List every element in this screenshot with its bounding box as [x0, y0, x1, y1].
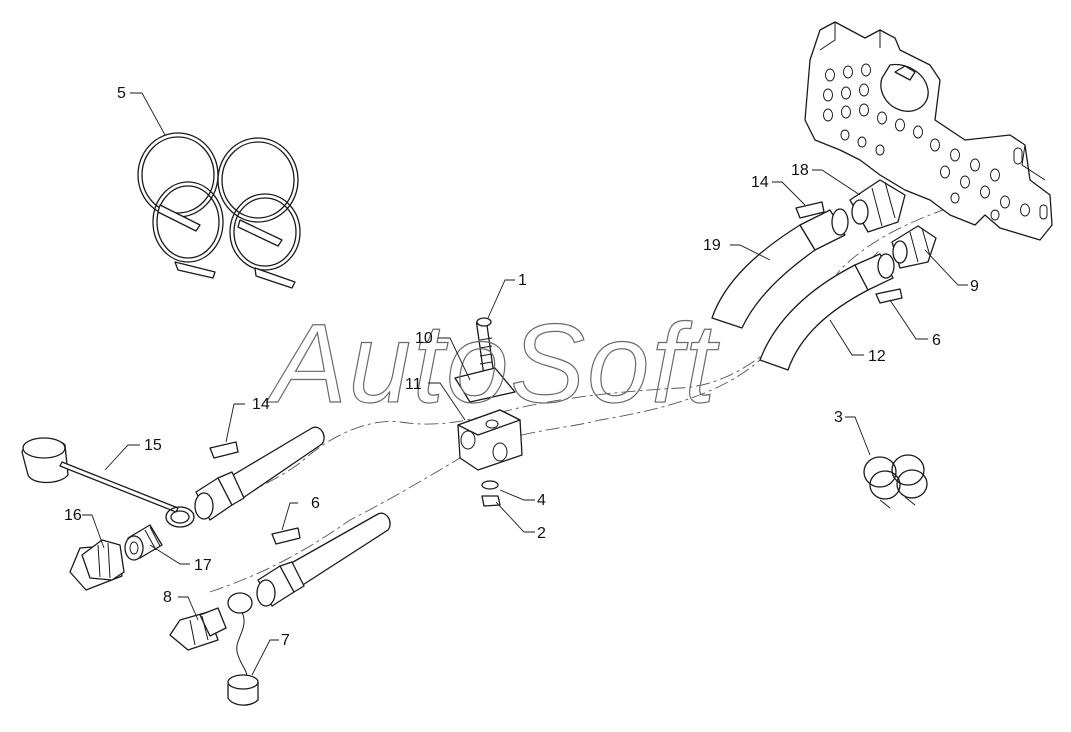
callout-2: 2	[537, 525, 546, 542]
adapter-17	[124, 524, 163, 561]
hose-19	[711, 208, 849, 329]
callout-16: 16	[64, 507, 82, 524]
callout-7: 7	[281, 632, 290, 649]
label-tags	[209, 201, 903, 545]
callout-9: 9	[970, 278, 979, 295]
hose-6-lower	[256, 512, 391, 607]
fitting-9	[891, 225, 937, 269]
callout-11: 11	[405, 376, 422, 393]
callout-14-left: 14	[252, 396, 270, 413]
callout-numbers: 1 10 11 4 2 5 3 6 6 9 18 14 19 12 14 15 …	[64, 85, 979, 649]
quick-coupling-16	[69, 539, 125, 591]
cable-ties-large	[137, 132, 301, 289]
clamp-block-assembly	[454, 317, 523, 507]
fitting-18	[849, 179, 906, 233]
callout-5: 5	[117, 85, 126, 102]
assembly-centerlines	[199, 197, 976, 593]
callout-12: 12	[868, 348, 886, 365]
watermark-text: AutoSoft	[266, 301, 720, 426]
mounting-plate	[804, 21, 1053, 241]
callout-18: 18	[791, 162, 809, 179]
callout-14-right: 14	[751, 174, 769, 191]
small-rings	[863, 454, 928, 509]
plug-with-lanyard-7	[227, 592, 259, 706]
callout-6-right: 6	[932, 332, 941, 349]
hose-14-lower	[194, 426, 325, 521]
callout-4: 3	[834, 409, 843, 426]
callout-17: 17	[194, 557, 212, 574]
hose-12	[759, 253, 895, 371]
callout-3: 4	[537, 492, 546, 509]
dust-cap-with-lanyard	[21, 437, 195, 528]
coupling-8	[169, 607, 227, 651]
callout-1: 1	[518, 272, 527, 289]
callout-8: 8	[163, 589, 172, 606]
callout-10: 10	[415, 330, 433, 347]
callout-19: 19	[703, 237, 721, 254]
leader-lines	[82, 92, 968, 676]
callout-6-left: 6	[311, 495, 320, 512]
callout-15: 15	[144, 437, 162, 454]
